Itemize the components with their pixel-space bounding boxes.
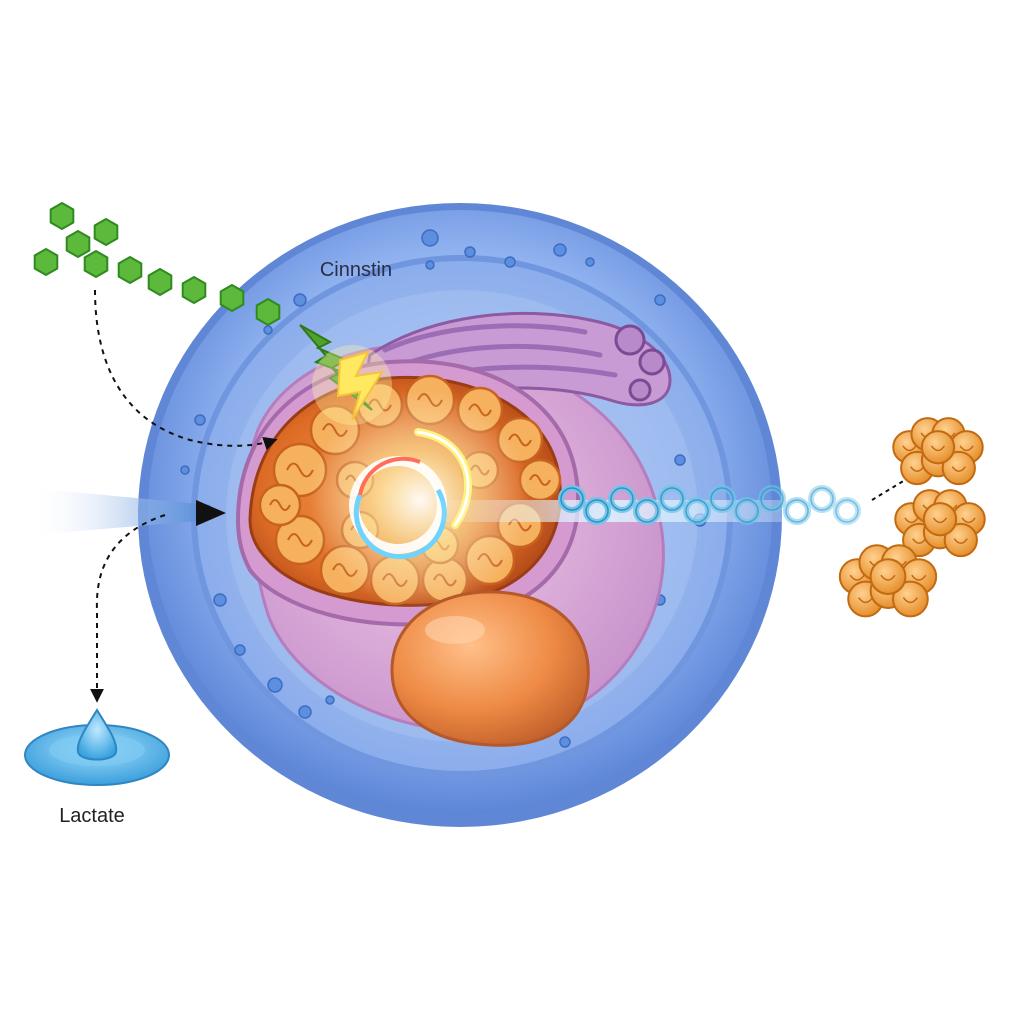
- vesicle: [194, 414, 206, 426]
- lactate-label: Lactate: [59, 805, 125, 827]
- vesicle: [180, 465, 190, 475]
- dashed-arrow-lactate: [90, 514, 166, 703]
- product-clusters-icon: [838, 417, 986, 618]
- green-hexagon: [181, 275, 207, 305]
- green-hexagon: [93, 217, 119, 247]
- incoming-flow-arrow: [30, 488, 226, 535]
- green-hexagon: [49, 201, 75, 231]
- blue-ring: [833, 497, 861, 525]
- green-hexagon: [83, 249, 109, 279]
- vesicle: [464, 246, 476, 258]
- vesicle: [425, 260, 435, 270]
- vesicle: [213, 593, 227, 607]
- green-hexagon: [219, 283, 245, 313]
- green-hexagon: [33, 247, 59, 277]
- vesicle: [654, 294, 666, 306]
- green-hexagon-chain-icon: [33, 201, 281, 327]
- vesicle: [325, 695, 335, 705]
- vesicle: [234, 644, 246, 656]
- vesicle: [559, 736, 571, 748]
- spark-icon: [299, 324, 392, 425]
- vesicle: [293, 293, 307, 307]
- dashed-arrow-substrate: [94, 289, 278, 451]
- membrane-label: Cinnstin: [320, 259, 392, 281]
- vesicle: [421, 229, 439, 247]
- vesicle: [585, 257, 595, 267]
- vesicle: [504, 256, 516, 268]
- green-hexagon: [117, 255, 143, 285]
- lactate-drop-icon: [24, 708, 170, 786]
- vesicle: [674, 454, 686, 466]
- vesicle: [267, 677, 283, 693]
- vesicle: [263, 325, 273, 335]
- vesicle: [298, 705, 312, 719]
- dashed-arrow-product: [871, 479, 906, 501]
- blue-ring-chain-icon: [558, 485, 861, 525]
- nucleus-icon: [390, 590, 590, 747]
- green-hexagon: [65, 229, 91, 259]
- green-hexagon: [147, 267, 173, 297]
- vesicle: [553, 243, 567, 257]
- green-hexagon: [255, 297, 281, 327]
